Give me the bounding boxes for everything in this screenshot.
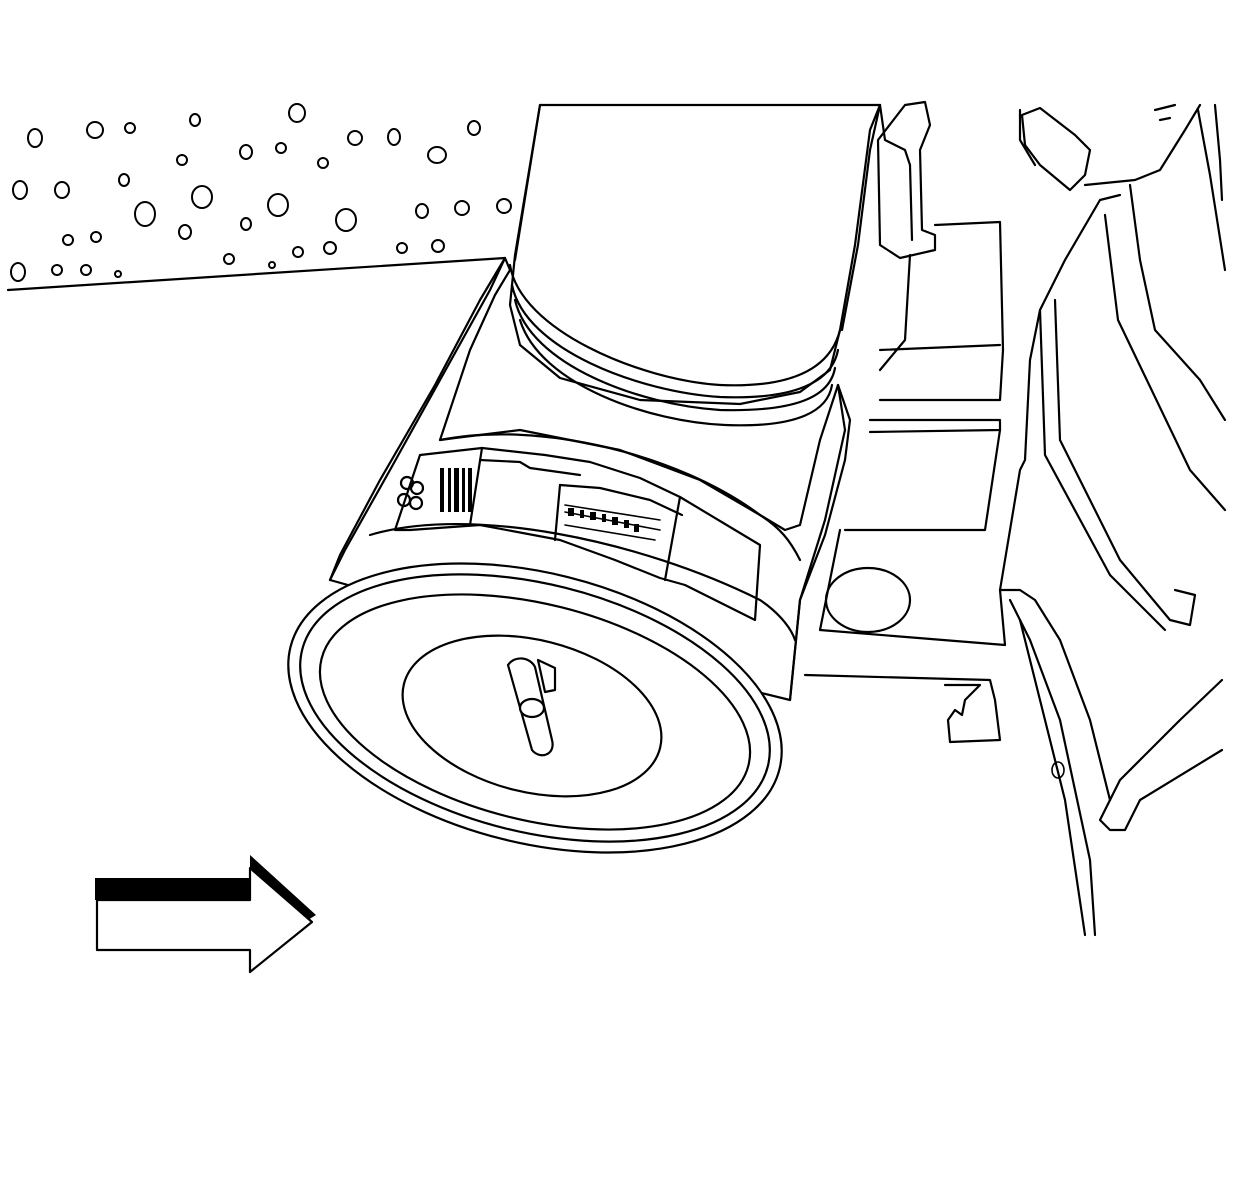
texture-dot bbox=[10, 262, 26, 282]
housing-label bbox=[393, 446, 762, 622]
texture-dot bbox=[86, 121, 104, 139]
texture-dot bbox=[62, 234, 74, 246]
texture-dot bbox=[288, 103, 306, 123]
texture-dot bbox=[267, 193, 289, 217]
label-symbol-icon bbox=[396, 475, 425, 511]
texture-dot bbox=[292, 246, 304, 258]
texture-dot bbox=[134, 201, 156, 227]
texture-dot bbox=[118, 173, 130, 187]
texture-dot bbox=[496, 198, 512, 214]
texture-dot bbox=[80, 264, 92, 276]
texture-dot bbox=[317, 157, 329, 169]
texture-dot bbox=[323, 241, 337, 255]
texture-dot bbox=[178, 224, 192, 240]
label-fine-print bbox=[568, 508, 639, 532]
textured-surface bbox=[6, 103, 512, 292]
texture-dot bbox=[54, 181, 70, 199]
texture-dot bbox=[239, 144, 253, 160]
texture-dot bbox=[467, 120, 481, 136]
texture-dot bbox=[415, 203, 429, 219]
texture-dot bbox=[124, 122, 136, 134]
texture-dot bbox=[27, 128, 43, 148]
texture-dot bbox=[176, 154, 188, 166]
texture-dot bbox=[223, 253, 235, 265]
steering-column bbox=[508, 103, 882, 427]
side-panel bbox=[998, 103, 1227, 937]
texture-dot bbox=[431, 239, 445, 253]
texture-dot bbox=[189, 113, 201, 127]
texture-dot bbox=[396, 242, 408, 254]
texture-dot bbox=[51, 264, 63, 276]
right-arrow-icon bbox=[95, 855, 316, 974]
texture-dot bbox=[12, 180, 28, 200]
texture-dot bbox=[90, 231, 102, 243]
texture-dot bbox=[114, 270, 122, 278]
texture-dot bbox=[347, 130, 363, 146]
texture-dot bbox=[240, 217, 252, 231]
texture-dot bbox=[427, 146, 447, 164]
texture-dot bbox=[454, 200, 470, 216]
mounting-bracket bbox=[803, 100, 1007, 744]
texture-dot bbox=[387, 128, 401, 146]
texture-dot bbox=[191, 185, 213, 209]
texture-dot bbox=[335, 208, 357, 232]
texture-dot bbox=[275, 142, 287, 154]
label-barcode bbox=[440, 468, 472, 512]
surface-texture-dots bbox=[10, 103, 512, 282]
texture-dot bbox=[268, 261, 276, 269]
lock-cylinder-face bbox=[287, 562, 783, 854]
